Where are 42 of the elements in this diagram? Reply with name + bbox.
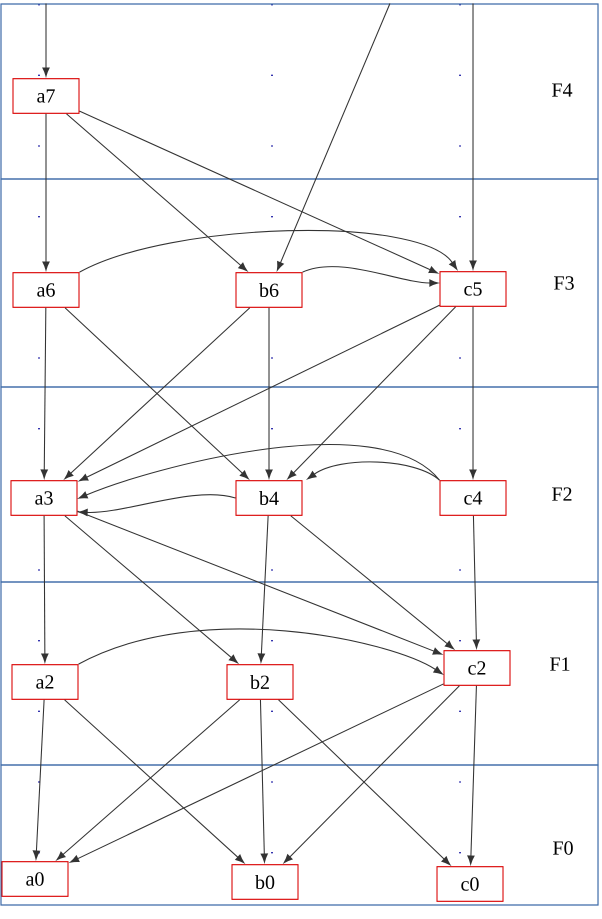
arrow: [290, 515, 454, 650]
arrow: [78, 444, 440, 499]
node-box: c0: [436, 866, 504, 902]
arrow: [70, 683, 444, 863]
node-box: a2: [11, 664, 79, 700]
node-box: c5: [439, 271, 507, 307]
arrow: [78, 304, 440, 482]
node-box: b0: [231, 864, 299, 900]
node-box: a6: [12, 272, 80, 308]
arrow: [302, 266, 438, 287]
arrow: [467, 686, 477, 864]
node-box: c4: [439, 480, 507, 516]
arrow: [78, 494, 236, 516]
arrow: [42, 114, 50, 270]
node-box: a7: [12, 78, 80, 114]
arrow: [66, 113, 248, 272]
node-box: c2: [443, 650, 511, 686]
arrow: [278, 700, 450, 866]
node-box: b6: [235, 272, 303, 308]
arrow: [42, 3, 50, 76]
node-box: b4: [235, 480, 303, 516]
arrow: [40, 308, 48, 478]
arrow: [79, 230, 458, 273]
arrow: [307, 461, 440, 481]
node-box: b2: [226, 664, 294, 700]
arrow: [469, 306, 477, 478]
arrow: [469, 3, 477, 270]
arrow: [472, 516, 480, 648]
arrow: [41, 516, 48, 662]
arrow: [287, 306, 456, 480]
arrow: [265, 308, 273, 478]
arrow: [284, 686, 460, 864]
arrow: [260, 700, 268, 862]
arrow: [78, 628, 443, 674]
node-box: a3: [10, 480, 78, 516]
arrow: [276, 3, 390, 271]
arrow: [258, 516, 269, 662]
arrow: [79, 110, 438, 274]
arrow: [77, 510, 442, 655]
arrow: [32, 700, 45, 860]
node-box: a0: [1, 861, 69, 897]
arrow: [64, 515, 238, 664]
